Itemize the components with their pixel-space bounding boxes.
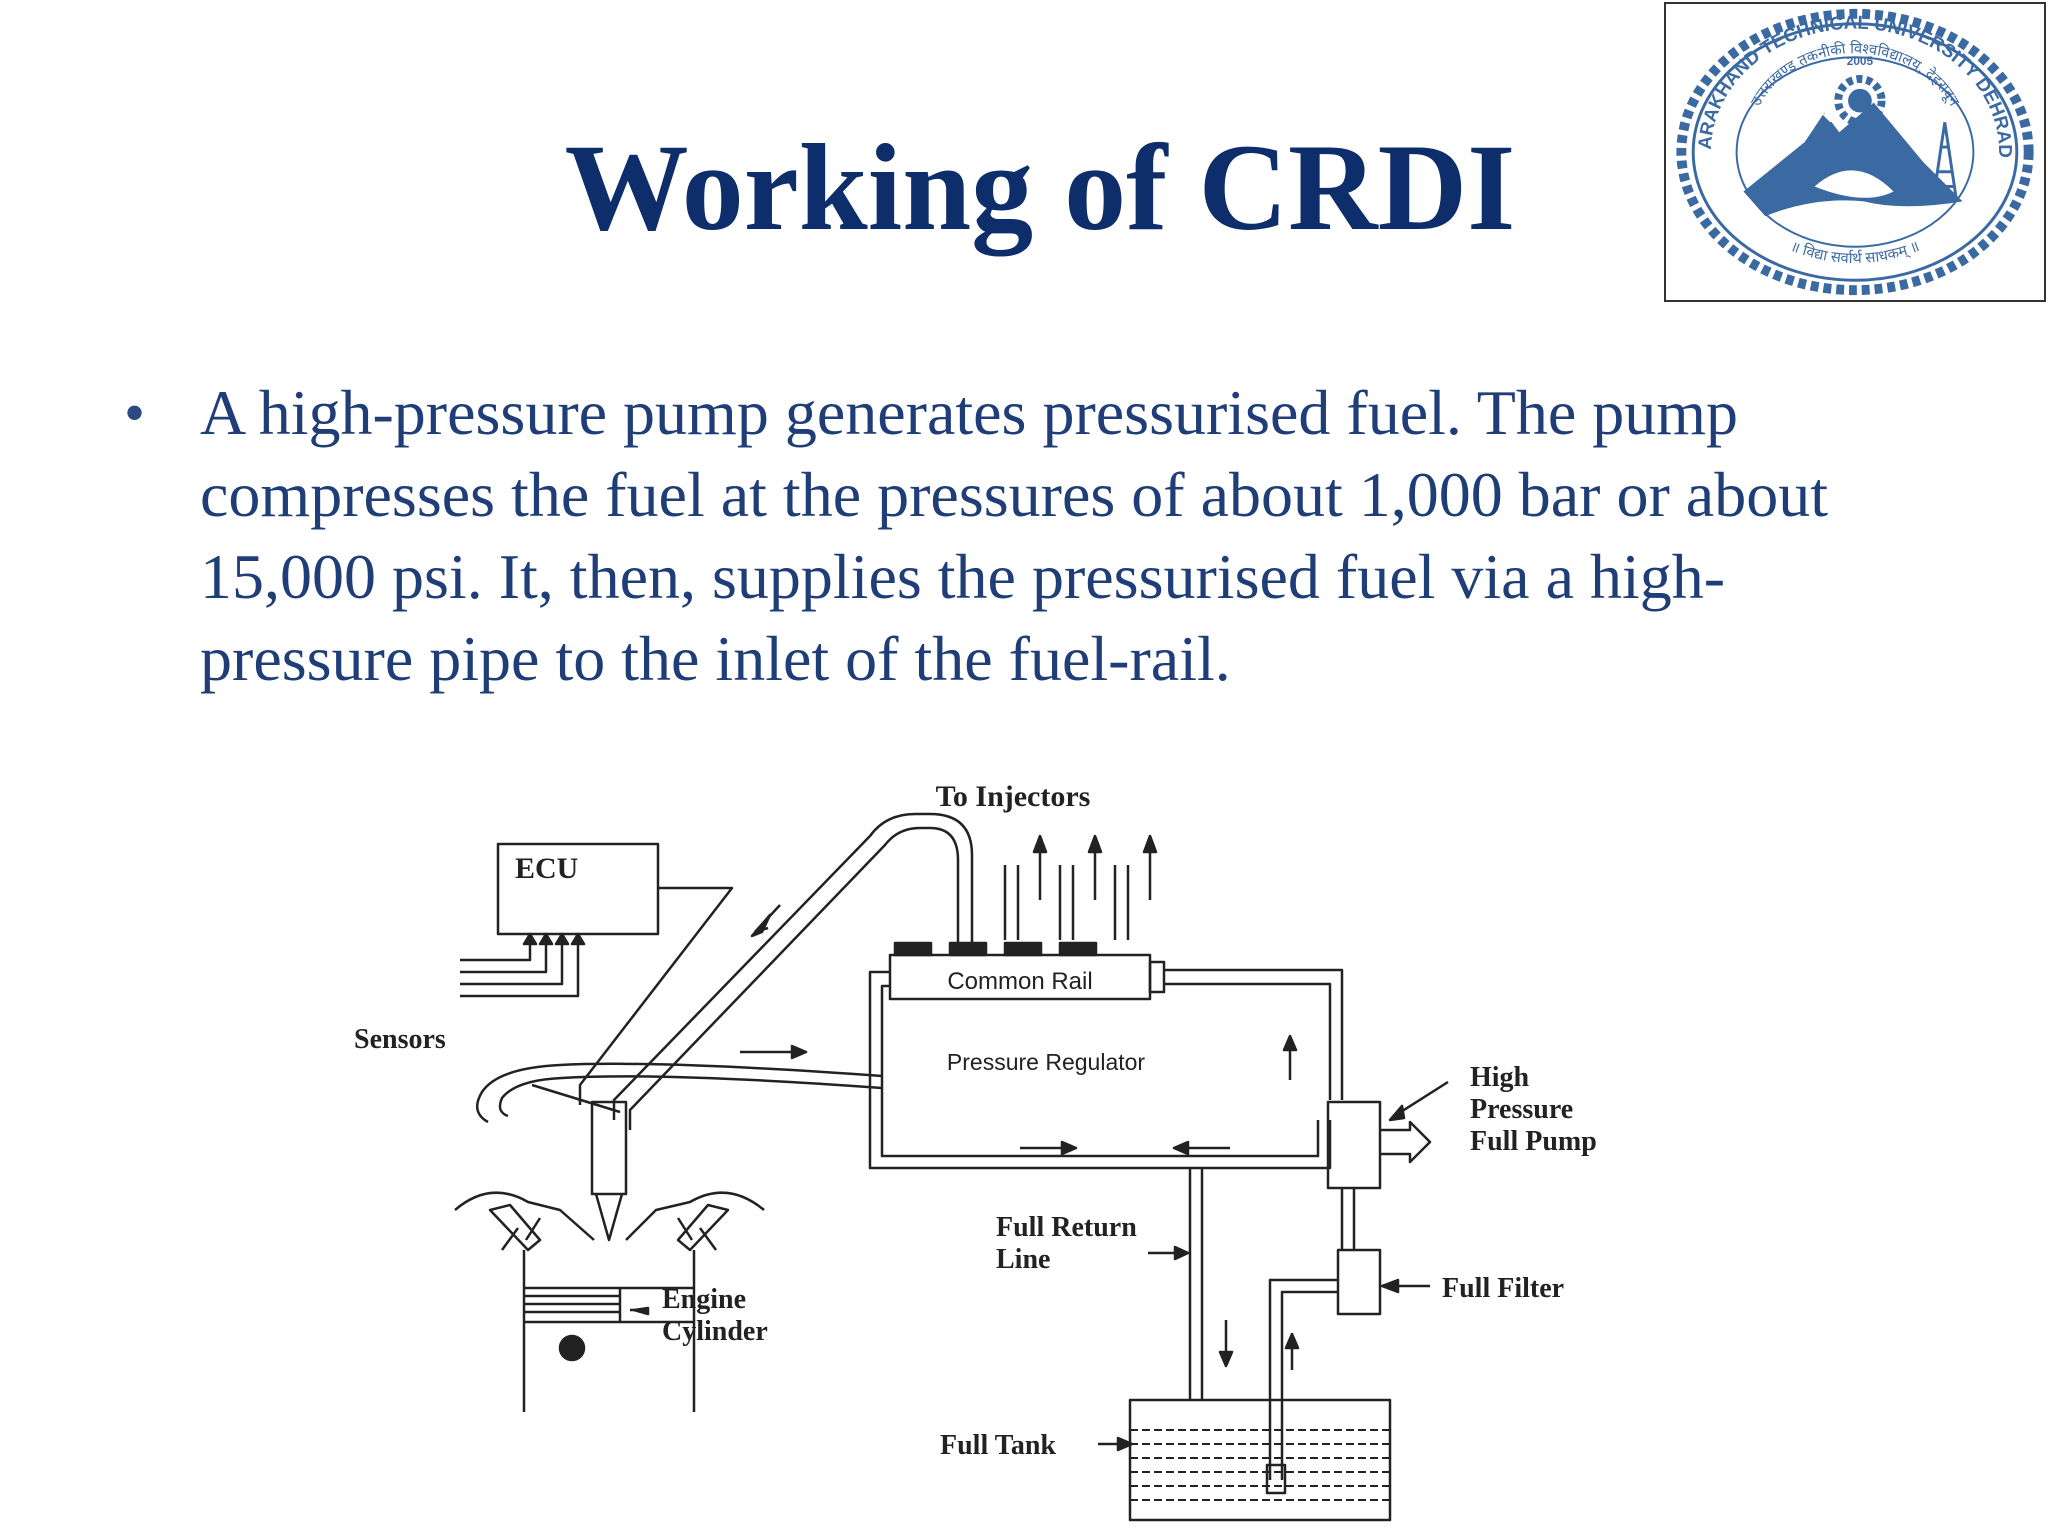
label-return-line-2: Line — [996, 1244, 1050, 1275]
university-emblem-icon: UTTARAKHAND TECHNICAL UNIVERSITY DEHRADU… — [1666, 4, 2034, 296]
label-engine-cylinder-2: Cylinder — [662, 1316, 768, 1347]
label-return-line-1: Full Return — [996, 1212, 1137, 1243]
label-high-pressure-pump-line1: High — [1470, 1062, 1530, 1093]
label-fuel-tank: Full Tank — [940, 1430, 1056, 1461]
bullet-icon: • — [124, 380, 146, 446]
bullet-text: A high-pressure pump generates pressuris… — [200, 377, 1828, 694]
label-high-pressure-pump-line3: Full Pump — [1470, 1126, 1597, 1157]
bullet-list: • A high-pressure pump generates pressur… — [120, 372, 1880, 700]
fuel-tank-box — [1128, 1398, 1392, 1522]
label-engine-cylinder-1: Engine — [662, 1284, 746, 1315]
logo-motto: ॥ विद्या सर्वार्थ साधकम् ॥ — [1788, 239, 1922, 267]
bullet-item: • A high-pressure pump generates pressur… — [120, 372, 1880, 700]
label-pressure-regulator: Pressure Regulator — [947, 1049, 1145, 1075]
filter-box — [1336, 1248, 1382, 1316]
crdi-diagram: To Injectors ECU Common Rail Pressure Re… — [330, 740, 1730, 1530]
university-logo: UTTARAKHAND TECHNICAL UNIVERSITY DEHRADU… — [1664, 2, 2046, 302]
label-fuel-filter: Full Filter — [1442, 1273, 1564, 1304]
logo-year: 2005 — [1847, 54, 1874, 68]
crdi-schematic: To Injectors ECU Common Rail Pressure Re… — [354, 780, 1597, 1522]
pump-box — [1326, 1100, 1382, 1190]
label-ecu: ECU — [515, 852, 578, 885]
label-common-rail: Common Rail — [947, 968, 1092, 995]
label-sensors: Sensors — [354, 1024, 446, 1055]
slide-title: Working of CRDI — [564, 119, 1516, 256]
label-to-injectors: To Injectors — [936, 780, 1091, 813]
injector-body — [590, 1100, 628, 1196]
label-high-pressure-pump-line2: Pressure — [1470, 1094, 1573, 1125]
